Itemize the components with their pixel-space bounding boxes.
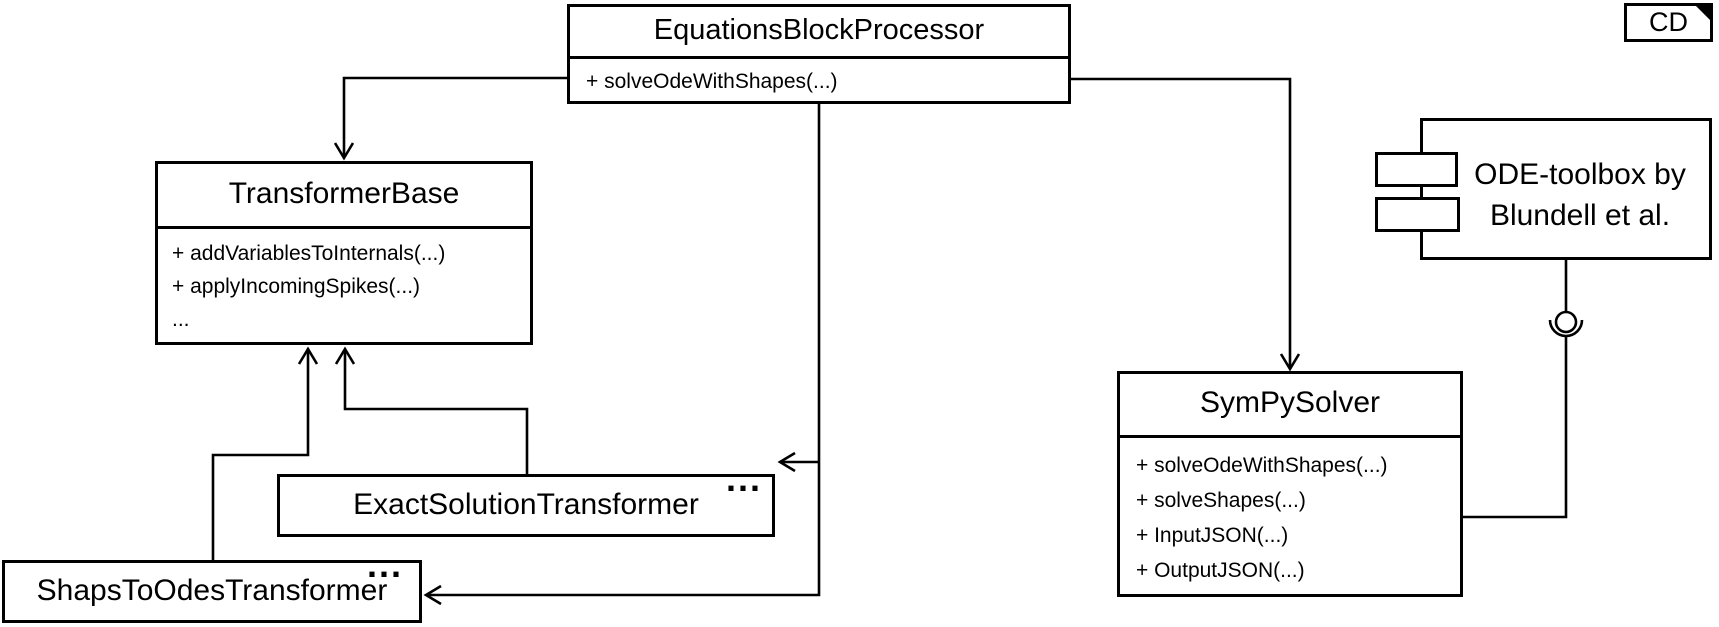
ball-provided-interface-icon bbox=[1554, 310, 1578, 334]
method-addvariablestointernals: + addVariablesToInternals(...) bbox=[172, 242, 446, 265]
arrow-ebp-to-sympysolver bbox=[1070, 77, 1301, 372]
class-transformerbase: TransformerBase + addVariablesToInternal… bbox=[155, 161, 533, 345]
component-port-icon bbox=[1375, 152, 1458, 187]
component-label-line1: ODE-toolbox by bbox=[1474, 158, 1686, 191]
socket-required-interface-icon bbox=[1548, 319, 1584, 338]
method-applyincomingspikes: + applyIncomingSpikes(...) bbox=[172, 275, 421, 298]
class-equationsblockprocessor: EquationsBlockProcessor + solveOdeWithSh… bbox=[567, 4, 1071, 104]
method-solveodewithshapes: + solveOdeWithShapes(...) bbox=[586, 70, 838, 93]
more-members-indicator: ... bbox=[725, 458, 762, 499]
class-title-transformerbase: TransformerBase bbox=[158, 164, 530, 229]
arrow-exactsolutiontransformer-to-transformerbase bbox=[334, 346, 529, 474]
class-title-exactsolutiontransformer: ExactSolutionTransformer bbox=[353, 488, 699, 521]
ball-socket-connector-odetoolbox-sympysolver bbox=[1463, 260, 1584, 519]
method-list-sympysolver: + solveOdeWithShapes(...) + solveShapes(… bbox=[1120, 438, 1460, 588]
class-title-equationsblockprocessor: EquationsBlockProcessor bbox=[570, 7, 1068, 59]
more-members-indicator: ... bbox=[366, 544, 403, 585]
component-label-line2: Blundell et al. bbox=[1489, 199, 1671, 232]
component-label: ODE-toolbox by Blundell et al. bbox=[1455, 154, 1705, 236]
method-list-equationsblockprocessor: + solveOdeWithShapes(...) bbox=[570, 59, 1068, 98]
arrow-ebp-to-shapstoodestransformer bbox=[423, 103, 821, 606]
diagram-frame-label: CD bbox=[1649, 7, 1688, 37]
method-solveodewithshapes: + solveOdeWithShapes(...) bbox=[1136, 454, 1388, 477]
class-exactsolutiontransformer: ExactSolutionTransformer ... bbox=[277, 461, 775, 537]
method-solveshapes: + solveShapes(...) bbox=[1136, 489, 1306, 512]
arrow-shapstoodestransformer-to-transformerbase bbox=[211, 346, 319, 560]
method-list-transformerbase: + addVariablesToInternals(...) + applyIn… bbox=[158, 229, 530, 336]
class-sympysolver: SymPySolver + solveOdeWithShapes(...) + … bbox=[1117, 371, 1463, 597]
method-inputjson: + InputJSON(...) bbox=[1136, 524, 1289, 547]
method-ellipsis: ... bbox=[172, 308, 190, 331]
class-title-sympysolver: SymPySolver bbox=[1120, 374, 1460, 438]
class-shapstoodestransformer: ShapsToOdesTransformer ... bbox=[2, 547, 422, 623]
component-ode-toolbox: ODE-toolbox by Blundell et al. bbox=[1420, 118, 1712, 260]
component-port-icon bbox=[1375, 197, 1460, 232]
folded-corner-icon bbox=[1696, 6, 1710, 20]
diagram-frame-tag: CD bbox=[1624, 3, 1713, 42]
class-title-shapstoodestransformer: ShapsToOdesTransformer bbox=[36, 574, 388, 607]
arrow-ebp-to-transformerbase bbox=[333, 76, 567, 161]
arrow-ebp-to-exactsolutiontransformer bbox=[777, 451, 819, 473]
method-outputjson: + OutputJSON(...) bbox=[1136, 559, 1305, 582]
